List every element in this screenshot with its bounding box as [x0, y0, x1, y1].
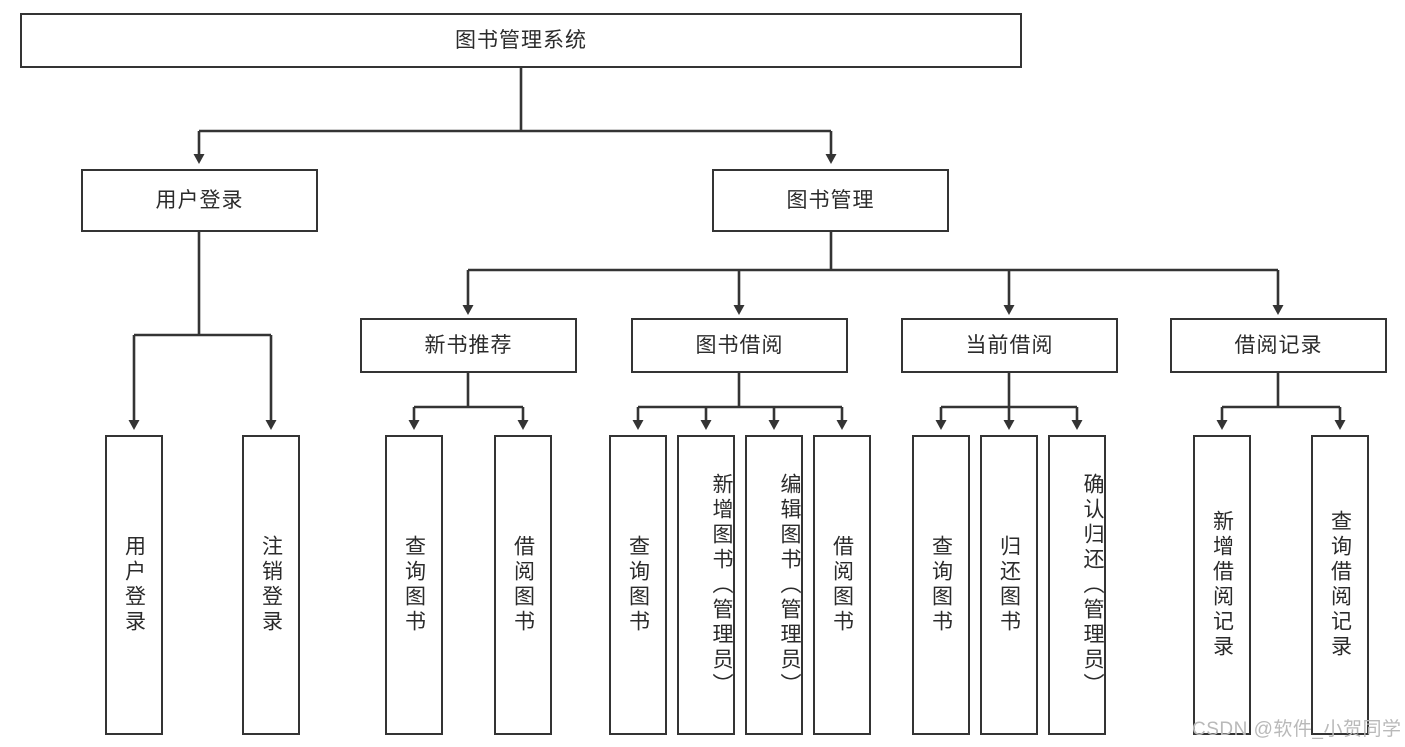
leaf-current-borrow-1-label: 归还图书 — [997, 535, 1021, 635]
leaf-book-borrow-0[interactable]: 查询图书 — [609, 435, 667, 735]
leaf-new-book-0-label: 查询图书 — [402, 535, 426, 635]
node-book-borrow[interactable]: 图书借阅 — [631, 318, 848, 373]
leaf-book-borrow-2-label: 编辑图书（管理员） — [778, 472, 801, 698]
leaf-current-borrow-2[interactable]: 确认归还（管理员） — [1048, 435, 1106, 735]
leaf-user-login-0-label: 用户登录 — [122, 535, 146, 635]
node-book-borrow-label: 图书借阅 — [695, 333, 784, 357]
leaf-new-book-1-label: 借阅图书 — [511, 535, 535, 635]
node-root[interactable]: 图书管理系统 — [20, 13, 1022, 68]
leaf-current-borrow-2-label: 确认归还（管理员） — [1081, 472, 1104, 698]
node-book-management[interactable]: 图书管理 — [712, 169, 949, 232]
node-current-borrow-label: 当前借阅 — [965, 333, 1054, 357]
leaf-current-borrow-0-label: 查询图书 — [929, 535, 953, 635]
leaf-book-borrow-1[interactable]: 新增图书（管理员） — [677, 435, 735, 735]
node-borrow-record-label: 借阅记录 — [1234, 333, 1323, 357]
node-user-login[interactable]: 用户登录 — [81, 169, 318, 232]
leaf-current-borrow-0[interactable]: 查询图书 — [912, 435, 970, 735]
node-user-login-label: 用户登录 — [155, 188, 244, 212]
leaf-borrow-record-0[interactable]: 新增借阅记录 — [1193, 435, 1251, 735]
node-root-label: 图书管理系统 — [455, 28, 587, 52]
leaf-borrow-record-0-label: 新增借阅记录 — [1210, 510, 1234, 660]
leaf-user-login-1-label: 注销登录 — [259, 535, 283, 635]
leaf-book-borrow-0-label: 查询图书 — [626, 535, 650, 635]
node-borrow-record[interactable]: 借阅记录 — [1170, 318, 1387, 373]
node-new-book-recommend[interactable]: 新书推荐 — [360, 318, 577, 373]
leaf-borrow-record-1[interactable]: 查询借阅记录 — [1311, 435, 1369, 735]
node-book-management-label: 图书管理 — [786, 188, 875, 212]
leaf-current-borrow-1[interactable]: 归还图书 — [980, 435, 1038, 735]
leaf-new-book-0[interactable]: 查询图书 — [385, 435, 443, 735]
node-current-borrow[interactable]: 当前借阅 — [901, 318, 1118, 373]
leaf-book-borrow-3[interactable]: 借阅图书 — [813, 435, 871, 735]
watermark: CSDN @软件_小贺同学 — [1192, 719, 1402, 740]
leaf-book-borrow-3-label: 借阅图书 — [830, 535, 854, 635]
leaf-new-book-1[interactable]: 借阅图书 — [494, 435, 552, 735]
leaf-user-login-0[interactable]: 用户登录 — [105, 435, 163, 735]
leaf-borrow-record-1-label: 查询借阅记录 — [1328, 510, 1352, 660]
leaf-user-login-1[interactable]: 注销登录 — [242, 435, 300, 735]
node-new-book-recommend-label: 新书推荐 — [424, 333, 513, 357]
leaf-book-borrow-2[interactable]: 编辑图书（管理员） — [745, 435, 803, 735]
leaf-book-borrow-1-label: 新增图书（管理员） — [710, 472, 733, 698]
